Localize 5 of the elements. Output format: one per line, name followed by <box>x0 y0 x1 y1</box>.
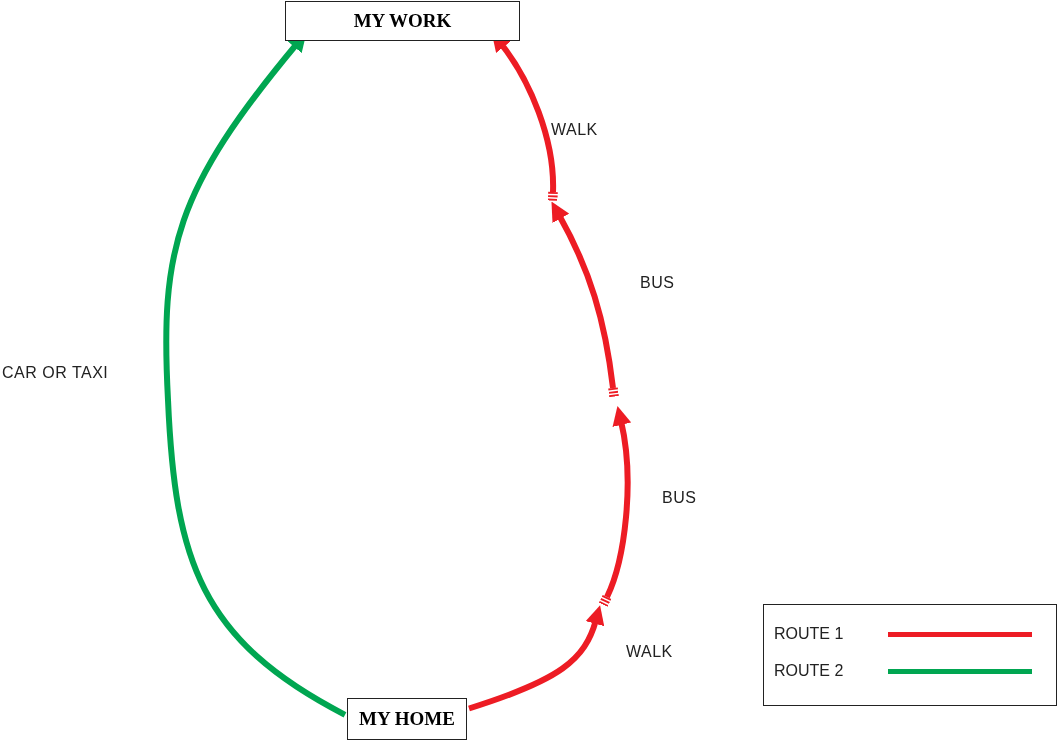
legend-label: ROUTE 2 <box>774 662 844 680</box>
location-box: MY HOME <box>347 698 467 740</box>
legend-label: ROUTE 1 <box>774 625 844 643</box>
location-box: MY WORK <box>285 1 520 41</box>
route-arrow <box>468 605 604 712</box>
